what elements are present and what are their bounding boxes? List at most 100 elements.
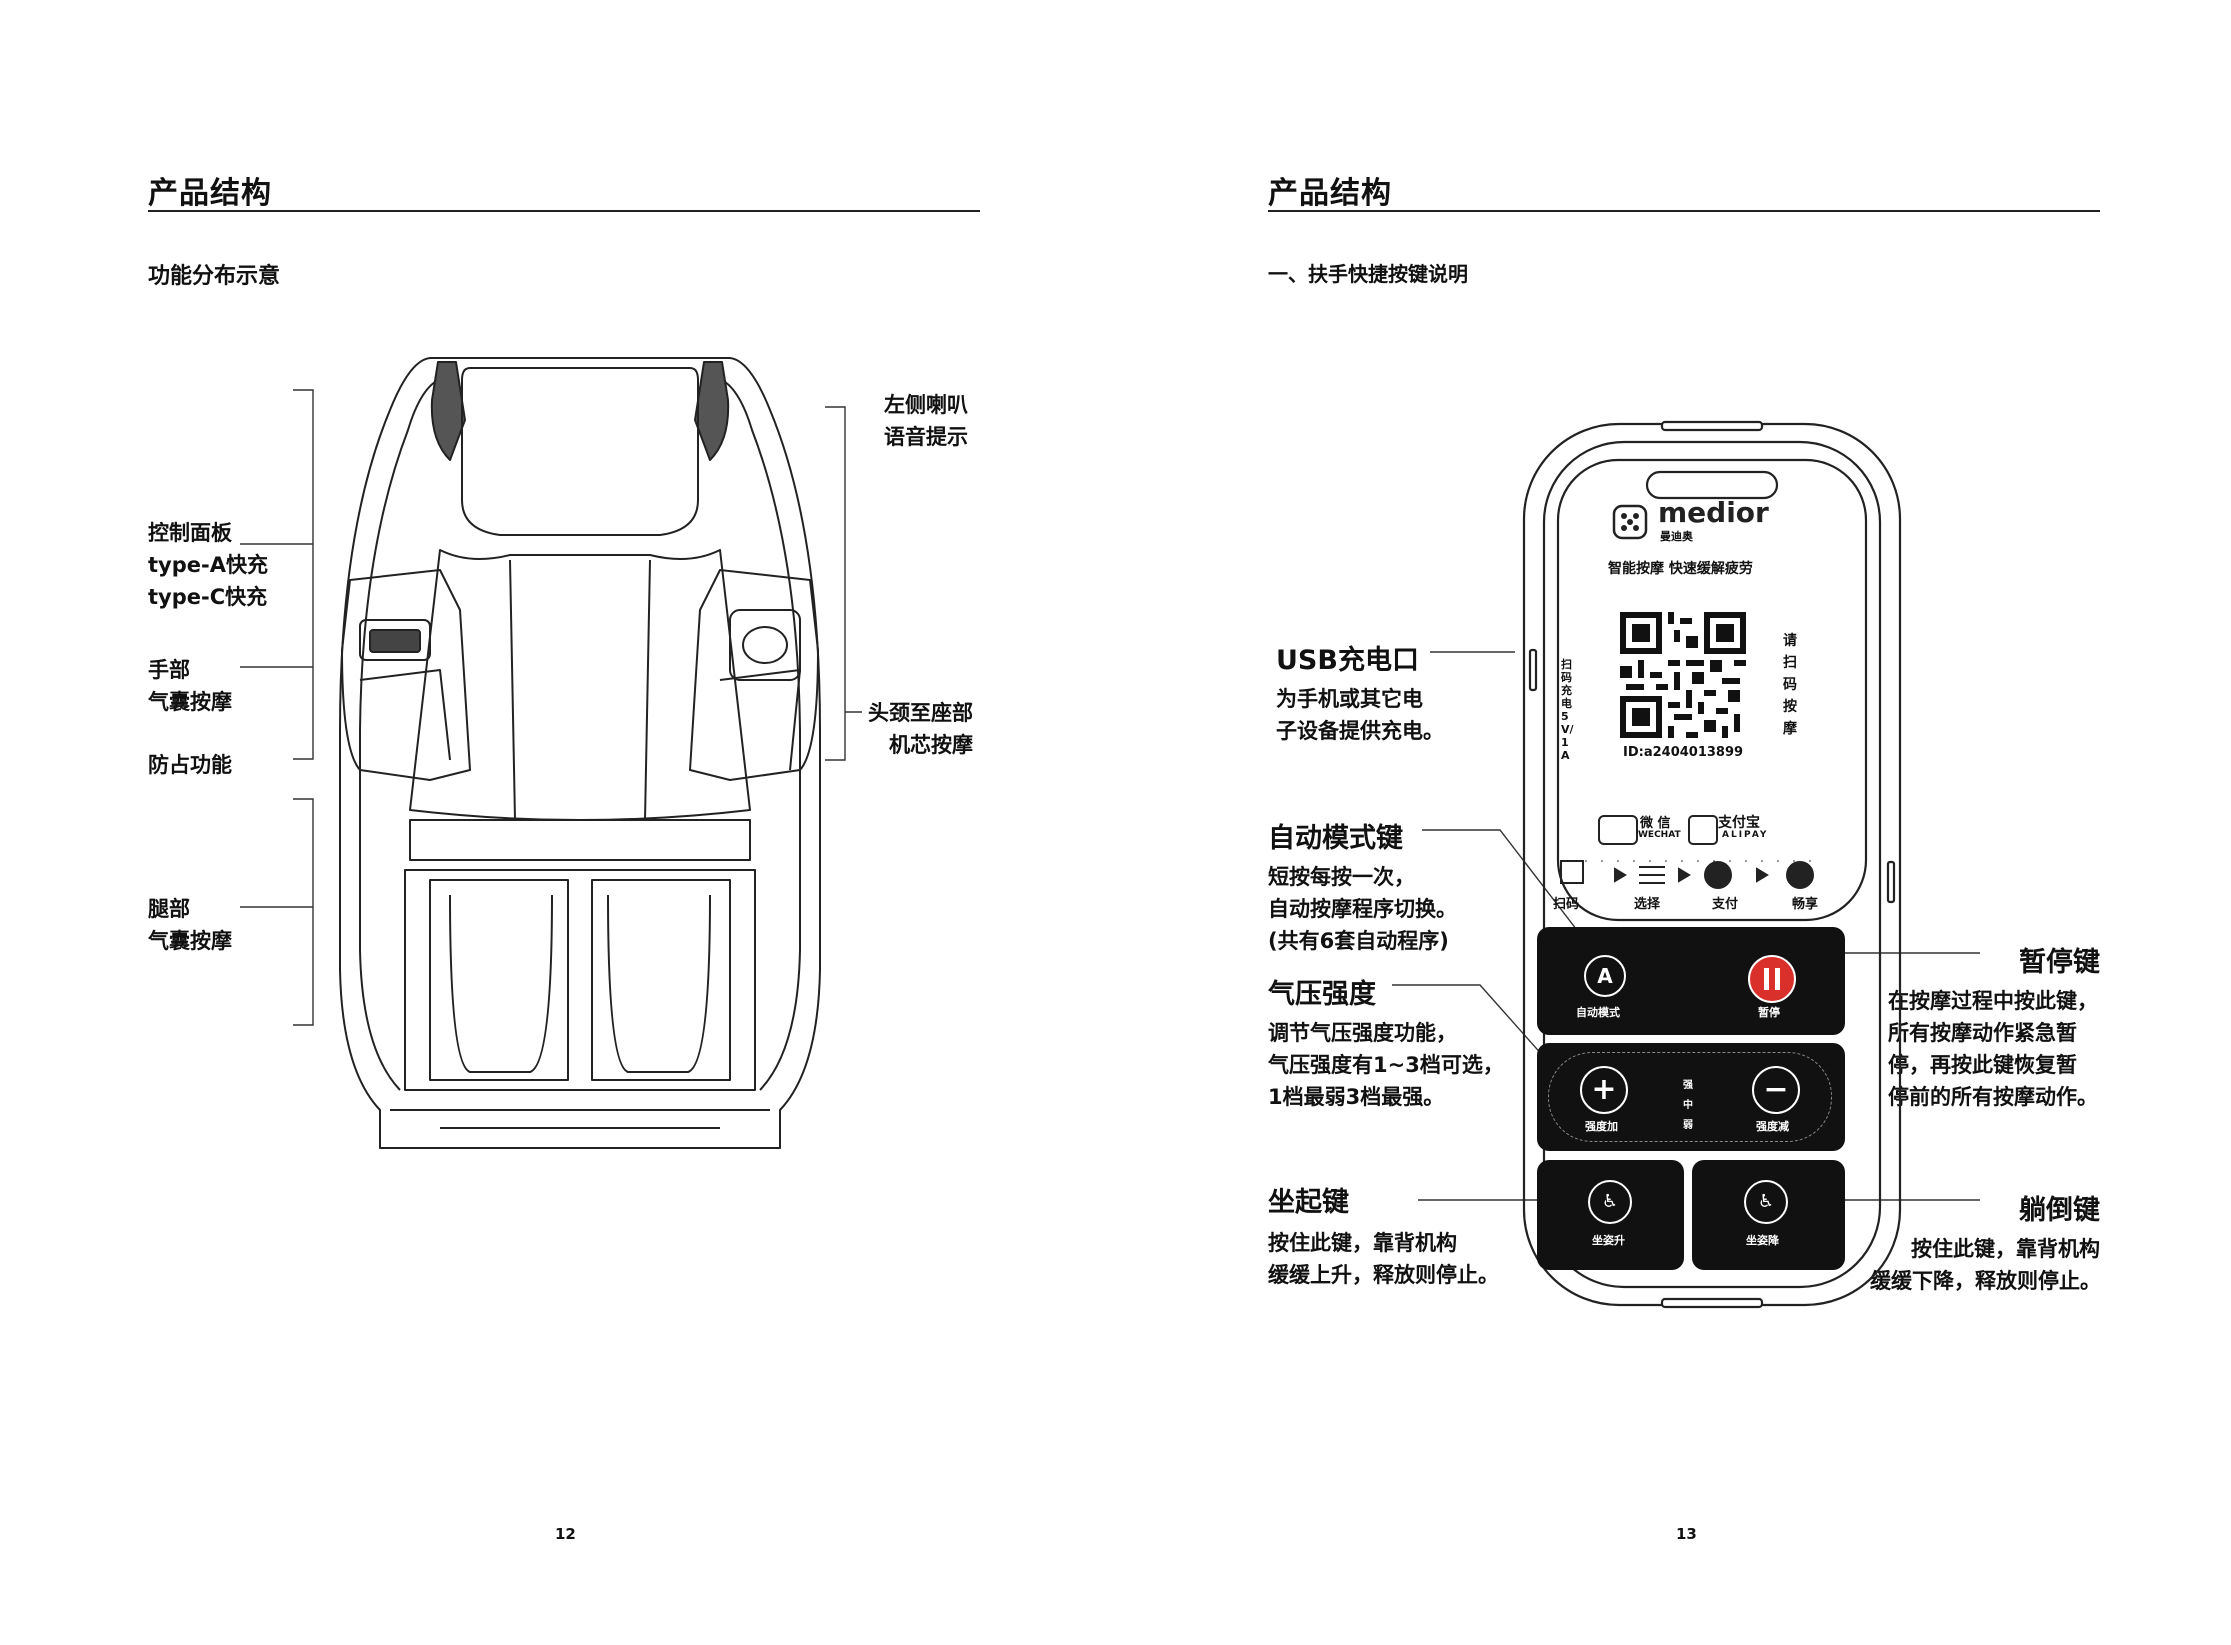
sit-up-label: 坐姿升 (1592, 1234, 1625, 1247)
pay-step-icon (1704, 861, 1732, 889)
arrow-icon (1678, 867, 1691, 883)
pause-button[interactable] (1748, 955, 1796, 1003)
callout-auto-desc3: (共有6套自动程序) (1268, 929, 1449, 953)
massage-chair-illustration (339, 357, 821, 1149)
level-weak: 弱 (1683, 1120, 1693, 1131)
label-leg-airbag: 腿部 气囊按摩 (148, 893, 232, 957)
label-control-panel-line2: type-A快充 (148, 553, 268, 577)
callout-pause-desc3: 停，再按此键恢复暂 (1888, 1053, 2077, 1077)
arrow-icon (1756, 867, 1769, 883)
alipay-label: 支付宝 (1718, 815, 1760, 831)
intensity-plus-label: 强度加 (1585, 1120, 1618, 1133)
callout-pause-desc2: 所有按摩动作紧急暂 (1888, 1021, 2077, 1045)
level-strong: 强 (1683, 1080, 1693, 1091)
alipay-en-label: ALIPAY (1722, 830, 1769, 840)
label-speaker-line2: 语音提示 (884, 425, 968, 449)
section-title: 一、扶手快捷按键说明 (1268, 262, 1468, 286)
callout-pause-title: 暂停键 (2019, 947, 2100, 978)
intensity-plus-button[interactable]: + (1580, 1066, 1628, 1114)
callout-pressure-desc1: 调节气压强度功能， (1268, 1021, 1457, 1045)
label-control-panel: 控制面板 type-A快充 type-C快充 (148, 517, 268, 613)
label-control-panel-line1: 控制面板 (148, 521, 232, 545)
callout-usb-desc2: 子设备提供充电。 (1276, 719, 1444, 743)
intensity-level-indicator: 强 中 弱 (1683, 1076, 1693, 1136)
step-enjoy: 畅享 (1792, 897, 1819, 912)
left-page-title: 产品结构 (148, 176, 272, 211)
label-hand-line1: 手部 (148, 658, 190, 682)
wechat-label: 微 信 (1640, 816, 1671, 831)
label-mechanism-line2: 机芯按摩 (889, 733, 973, 757)
callout-recline-desc2: 缓缓下降，释放则停止。 (1870, 1269, 2101, 1293)
pause-icon-bar (1775, 968, 1780, 990)
callout-pause-desc4: 停前的所有按摩动作。 (1888, 1085, 2098, 1109)
intensity-dashed-outline (1548, 1052, 1832, 1142)
label-mechanism-line1: 头颈至座部 (868, 701, 973, 725)
left-page-subtitle: 功能分布示意 (148, 264, 281, 289)
callout-auto-title: 自动模式键 (1268, 823, 1403, 854)
scan-to-massage-vertical: 请扫码按摩 (1783, 633, 1797, 737)
right-page-number: 13 (1676, 1525, 1697, 1543)
sit-up-button[interactable]: ♿ (1588, 1180, 1632, 1224)
step-pay: 支付 (1712, 897, 1739, 912)
callout-recline-desc1: 按住此键，靠背机构 (1911, 1237, 2100, 1261)
callout-auto-desc1: 短按每按一次， (1268, 865, 1415, 889)
select-step-icon (1639, 866, 1665, 884)
callout-sit-up: 坐起键 按住此键，靠背机构 缓缓上升，释放则停止。 (1268, 1180, 1499, 1291)
enjoy-step-icon (1786, 861, 1814, 889)
right-page-title: 产品结构 (1268, 176, 1392, 211)
auto-mode-label: 自动模式 (1576, 1006, 1620, 1019)
qr-code (1620, 612, 1746, 738)
callout-auto-mode: 自动模式键 短按每按一次， 自动按摩程序切换。 (共有6套自动程序) (1268, 816, 1457, 957)
remote-control-illustration (1522, 420, 1902, 1309)
label-left-speaker: 左侧喇叭 语音提示 (884, 389, 968, 453)
label-hand-airbag: 手部 气囊按摩 (148, 654, 232, 718)
intensity-minus-button[interactable]: − (1752, 1066, 1800, 1114)
label-anti-occupy-line1: 防占功能 (148, 753, 232, 777)
alipay-icon (1688, 815, 1718, 845)
right-title-rule (1268, 210, 2100, 212)
callout-pressure: 气压强度 调节气压强度功能， 气压强度有1~3档可选， 1档最弱3档最强。 (1268, 972, 1504, 1113)
callout-sit-up-desc2: 缓缓上升，释放则停止。 (1268, 1263, 1499, 1287)
wechat-icon (1598, 815, 1638, 845)
callout-auto-desc2: 自动按摩程序切换。 (1268, 897, 1457, 921)
label-leg-line2: 气囊按摩 (148, 929, 232, 953)
usb-side-text: 扫码充电 5V/1A (1561, 658, 1574, 762)
remote-brand-cn: 曼迪奥 (1660, 530, 1693, 543)
recline-button[interactable]: ♿ (1744, 1180, 1788, 1224)
callout-recline-title: 躺倒键 (2019, 1195, 2100, 1226)
intensity-minus-label: 强度减 (1756, 1120, 1789, 1133)
arrow-icon (1614, 867, 1627, 883)
callout-recline: 躺倒键 按住此键，靠背机构 缓缓下降，释放则停止。 (1870, 1188, 2101, 1297)
callout-usb: USB充电口 为手机或其它电 子设备提供充电。 (1276, 638, 1444, 747)
callout-sit-up-desc1: 按住此键，靠背机构 (1268, 1231, 1457, 1255)
payment-steps-icons (1560, 860, 1815, 889)
label-hand-line2: 气囊按摩 (148, 690, 232, 714)
callout-sit-up-title: 坐起键 (1268, 1187, 1349, 1218)
step-select: 选择 (1634, 897, 1661, 912)
scan-step-icon (1560, 860, 1584, 884)
pause-label: 暂停 (1758, 1006, 1780, 1019)
callout-pressure-desc3: 1档最弱3档最强。 (1268, 1085, 1445, 1109)
callout-usb-desc1: 为手机或其它电 (1276, 687, 1423, 711)
step-scan: 扫码 (1553, 897, 1580, 912)
callout-usb-title: USB充电口 (1276, 645, 1419, 676)
left-title-rule (148, 210, 980, 212)
auto-mode-button[interactable]: A (1584, 955, 1626, 997)
callout-pressure-title: 气压强度 (1268, 979, 1376, 1010)
remote-brand-name: medior (1658, 496, 1769, 529)
callout-pause-desc1: 在按摩过程中按此键， (1888, 989, 2098, 1013)
callout-pause: 暂停键 在按摩过程中按此键， 所有按摩动作紧急暂 停，再按此键恢复暂 停前的所有… (1888, 940, 2100, 1113)
qr-id: ID:a2404013899 (1623, 745, 1744, 760)
pause-icon (1764, 968, 1769, 990)
label-control-panel-line3: type-C快充 (148, 585, 268, 609)
label-leg-line1: 腿部 (148, 897, 190, 921)
recline-label: 坐姿降 (1746, 1234, 1779, 1247)
label-speaker-line1: 左侧喇叭 (884, 393, 968, 417)
label-massage-mechanism: 头颈至座部 机芯按摩 (868, 697, 973, 761)
wechat-en-label: WECHAT (1638, 830, 1681, 840)
level-medium: 中 (1683, 1100, 1693, 1111)
left-page-number: 12 (555, 1525, 576, 1543)
medior-logo-icon (1612, 504, 1648, 540)
remote-slogan: 智能按摩 快速缓解疲劳 (1608, 561, 1753, 577)
